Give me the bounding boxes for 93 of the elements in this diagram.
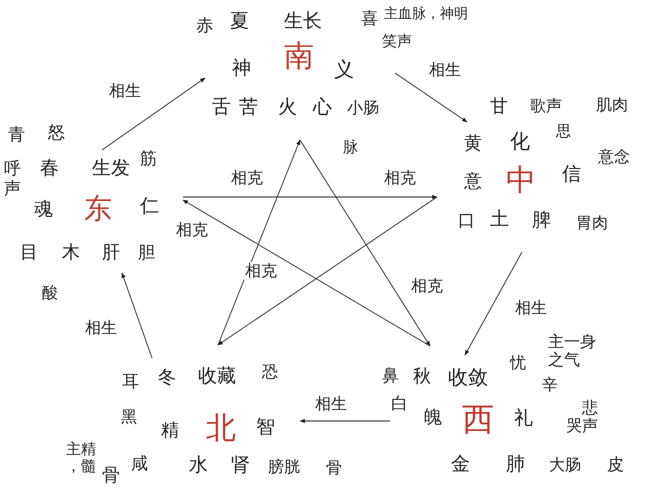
attribute-text: 心: [313, 97, 332, 119]
attribute-text: 主一身之气: [548, 333, 597, 370]
attribute-text: 胃肉: [576, 214, 608, 232]
attribute-text: 黑: [121, 408, 137, 426]
attribute-text: 咸: [131, 455, 148, 475]
attribute-text: 秋: [413, 367, 431, 388]
arrow: [122, 272, 152, 358]
attribute-text: 目: [20, 243, 38, 264]
direction-character: 中: [506, 164, 536, 198]
attribute-text: 主血脉，神明: [384, 6, 468, 22]
attribute-text: 魄: [424, 408, 442, 429]
attribute-text: 耳: [122, 373, 139, 393]
arrow: [464, 252, 522, 356]
edge-label: 相克: [410, 277, 444, 295]
edge-label: 相克: [383, 169, 417, 187]
arrow: [300, 140, 430, 346]
attribute-text: 土: [490, 209, 509, 231]
direction-character: 西: [462, 401, 494, 438]
attribute-text: 骨: [102, 466, 120, 487]
attribute-text: 怒: [48, 124, 65, 144]
attribute-text: 歌声: [530, 97, 562, 116]
edge-label: 相生: [514, 299, 548, 317]
attribute-text: 主精，髓: [66, 441, 97, 476]
attribute-text: 水: [189, 455, 208, 477]
arrow: [218, 196, 438, 346]
attribute-text: 生发: [92, 158, 130, 180]
edge-label: 相生: [84, 319, 118, 337]
direction-character: 东: [84, 193, 112, 226]
arrow: [218, 140, 300, 346]
edge-label: 相克: [230, 169, 264, 187]
attribute-text: 甘: [490, 97, 508, 118]
attribute-text: 赤: [196, 17, 213, 37]
attribute-text: 冬: [158, 368, 176, 389]
attribute-text: 智: [256, 417, 275, 439]
direction-character: 南: [284, 40, 314, 74]
direction-character: 北: [206, 412, 236, 446]
attribute-text: 魂: [34, 199, 53, 221]
attribute-text: 信: [562, 164, 581, 186]
attribute-text: 仁: [140, 196, 159, 218]
attribute-text: 鼻: [382, 367, 399, 387]
attribute-text: 喜: [361, 10, 378, 30]
attribute-text: 皮: [607, 456, 624, 476]
attribute-text: 火: [278, 97, 297, 119]
attribute-text: 意念: [598, 148, 630, 166]
arrow: [299, 418, 390, 424]
attribute-text: 夏: [230, 11, 249, 33]
attribute-text: 收敛: [448, 366, 488, 389]
attribute-text: 肺: [506, 454, 525, 476]
attribute-text: 忧: [510, 354, 526, 372]
attribute-text: 义: [334, 58, 354, 81]
arrow: [102, 78, 206, 150]
attribute-text: 木: [62, 243, 80, 264]
attribute-text: 悲哭声: [566, 399, 599, 436]
attribute-text: 恐: [262, 363, 278, 382]
attribute-text: 化: [510, 130, 530, 153]
edge-label: 相生: [108, 82, 142, 100]
attribute-text: 黄: [464, 134, 482, 155]
attribute-text: 口: [458, 212, 475, 232]
attribute-text: 呼声: [4, 160, 22, 200]
attribute-text: 精: [161, 421, 179, 442]
attribute-text: 笑声: [382, 33, 412, 50]
edge-label: 相克: [175, 221, 209, 239]
edge-label: 相克: [244, 262, 278, 280]
attribute-text: 胆: [138, 244, 155, 264]
attribute-text: 脉: [343, 139, 358, 156]
attribute-text: 辛: [542, 376, 558, 394]
attribute-text: 春: [40, 158, 59, 180]
attribute-text: 脾: [532, 210, 551, 232]
attribute-text: 白: [391, 395, 408, 415]
attribute-text: 小肠: [347, 99, 379, 118]
attribute-text: 肝: [102, 243, 120, 264]
attribute-text: 苦: [239, 97, 258, 119]
attribute-text: 肾: [231, 455, 250, 477]
attribute-text: 收藏: [198, 366, 236, 388]
arrow: [394, 72, 468, 122]
arrow: [182, 194, 438, 200]
attribute-text: 礼: [514, 408, 533, 430]
attribute-text: 神: [232, 58, 251, 80]
attribute-text: 肌肉: [596, 96, 628, 114]
attribute-text: 思: [556, 123, 571, 140]
attribute-text: 大肠: [549, 456, 581, 474]
attribute-text: 青: [8, 126, 25, 146]
attribute-text: 舌: [212, 97, 231, 119]
attribute-text: 酸: [42, 284, 58, 302]
attribute-text: 生长: [284, 11, 322, 33]
attribute-text: 金: [451, 454, 470, 476]
attribute-text: 筋: [140, 150, 157, 170]
attribute-text: 意: [464, 172, 482, 193]
attribute-text: 骨: [326, 459, 342, 478]
edge-label: 相生: [428, 61, 462, 79]
arrow: [182, 200, 430, 346]
attribute-text: 膀胱: [268, 458, 300, 476]
edge-label: 相生: [314, 395, 348, 413]
